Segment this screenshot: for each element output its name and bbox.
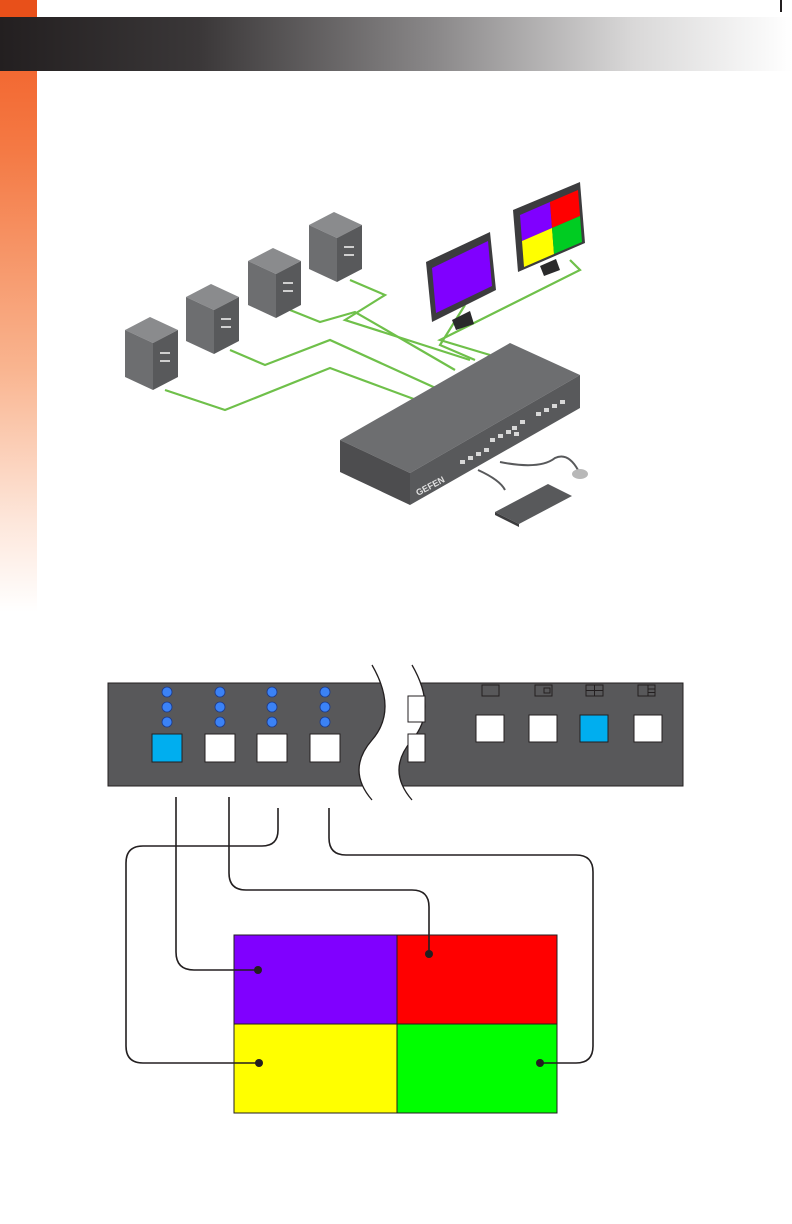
quad-output (234, 935, 557, 1113)
layout-button-pip[interactable] (529, 715, 557, 742)
layout-button-side[interactable] (634, 715, 662, 742)
quad-bottom-left (234, 1024, 397, 1113)
partial-button-top (408, 696, 425, 722)
partial-button-bottom (408, 734, 425, 762)
layout-button-quad[interactable] (580, 715, 608, 742)
quad-top-left (234, 935, 397, 1024)
source-button-2[interactable] (205, 734, 235, 762)
source-button-4[interactable] (310, 734, 340, 762)
layout-button-single[interactable] (476, 715, 504, 742)
source-button-3[interactable] (257, 734, 287, 762)
source-button-1[interactable] (152, 734, 182, 762)
quad-top-right (397, 935, 557, 1024)
quad-bottom-right (397, 1024, 557, 1113)
